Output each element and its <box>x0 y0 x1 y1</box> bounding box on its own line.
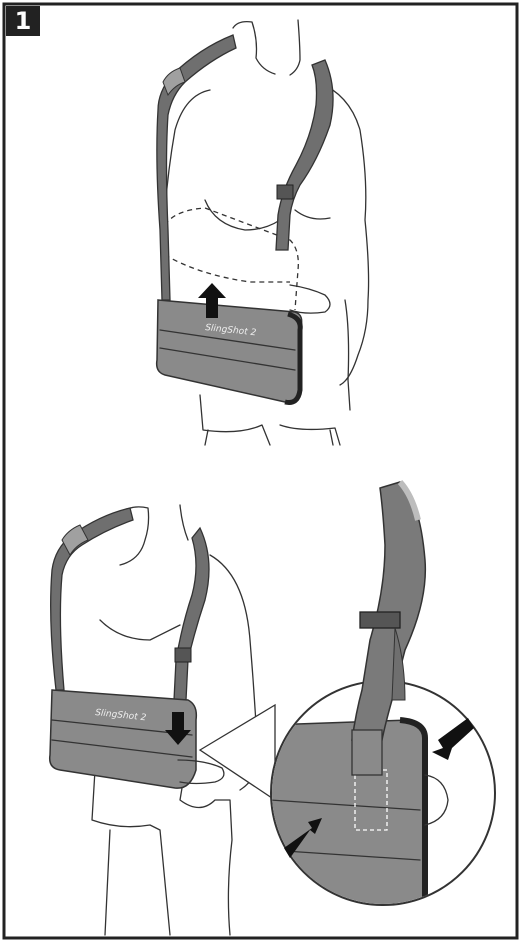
top-chest-line <box>205 200 280 230</box>
bottom-figure: SlingShot 2 <box>50 482 495 935</box>
bottom-shorts-right <box>180 770 232 935</box>
top-left-shoulder <box>165 90 210 210</box>
top-strap-front <box>276 60 333 250</box>
top-strap-buckle <box>277 185 293 199</box>
bottom-strap-buckle <box>175 648 191 662</box>
callout-pointer <box>200 705 275 800</box>
top-hand <box>290 285 330 313</box>
top-neck-line <box>233 22 275 74</box>
top-shorts-left <box>200 395 270 445</box>
top-neck-line-right <box>290 20 300 75</box>
step-number-badge: 1 <box>6 6 40 36</box>
bottom-strap-back <box>51 508 133 690</box>
detail-sling-body <box>270 720 425 905</box>
top-chest-line-right <box>295 210 330 219</box>
bottom-chest-line <box>100 620 180 640</box>
bottom-shorts-left <box>92 770 170 935</box>
top-figure: SlingShot 2 <box>157 20 369 445</box>
detail-strap-end <box>352 730 382 775</box>
bottom-neck-right <box>180 505 188 540</box>
bottom-strap-front <box>174 528 209 700</box>
top-torso-right <box>345 300 350 410</box>
detail-strap-buckle <box>360 612 400 628</box>
